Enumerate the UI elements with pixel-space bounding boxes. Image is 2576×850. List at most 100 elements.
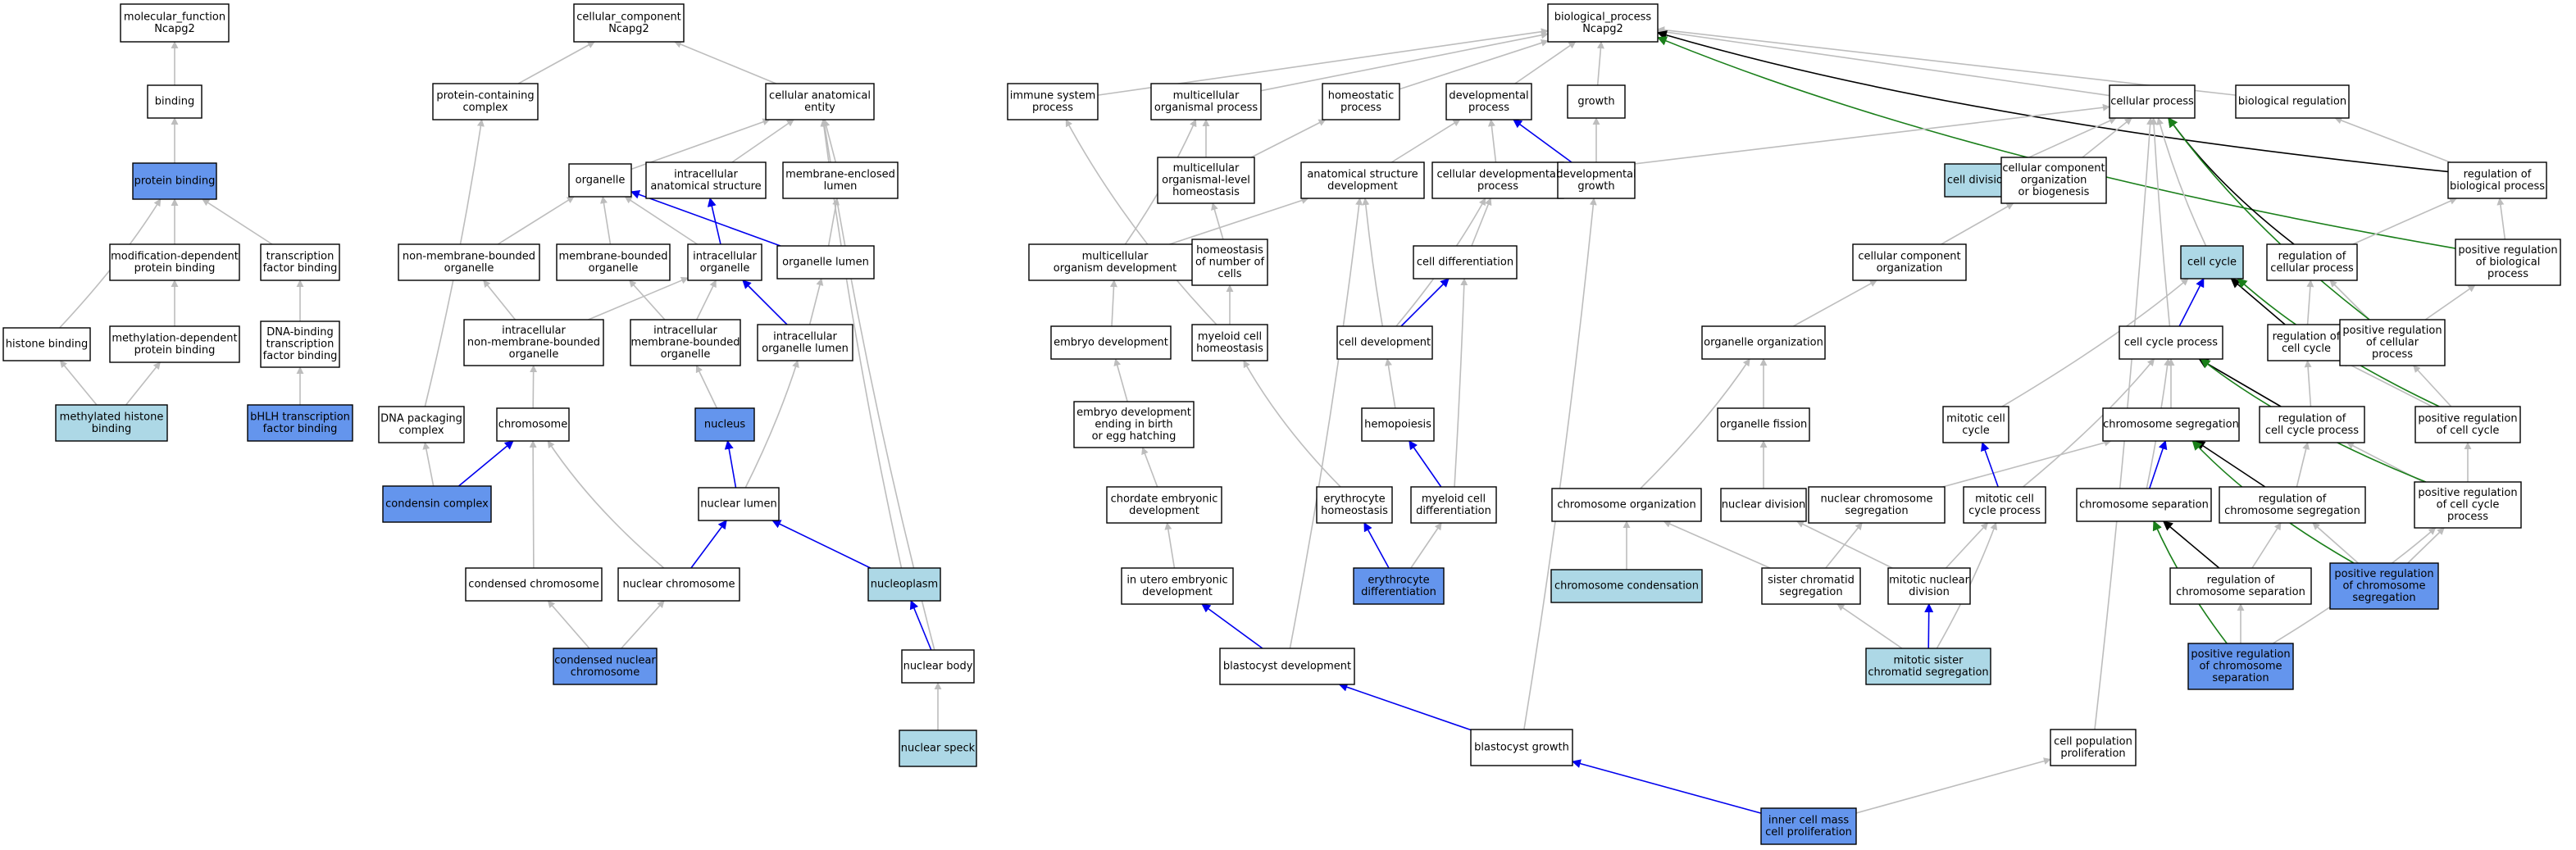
- go-term-node-chrom-cond[interactable]: chromosome condensation: [1550, 569, 1703, 603]
- node-label: myeloid cell: [1422, 493, 1486, 505]
- go-term-node-nucleoplasm[interactable]: nucleoplasm: [867, 567, 941, 602]
- go-term-node-hemopoiesis[interactable]: hemopoiesis: [1361, 407, 1435, 442]
- go-term-node-org-lumen[interactable]: organelle lumen: [776, 245, 875, 280]
- go-term-node-chrom-seg[interactable]: chromosome segregation: [2102, 407, 2240, 442]
- go-term-node-nuc-div[interactable]: nuclear division: [1720, 488, 1807, 522]
- go-term-node-condensin[interactable]: condensin complex: [382, 485, 492, 523]
- go-term-node-nucleus[interactable]: nucleus: [694, 407, 755, 442]
- go-term-node-histone-binding[interactable]: histone binding: [2, 327, 91, 361]
- go-term-node-chrom-sep[interactable]: chromosome separation: [2076, 488, 2212, 522]
- node-box: [2187, 643, 2294, 690]
- go-term-node-chrom-org[interactable]: chromosome organization: [1551, 488, 1702, 522]
- go-term-node-cell-cycle[interactable]: cell cycle: [2180, 245, 2244, 280]
- go-term-node-organelle[interactable]: organelle: [568, 163, 632, 198]
- go-term-node-cond-chrom[interactable]: condensed chromosome: [465, 567, 603, 602]
- go-term-node-binding[interactable]: binding: [147, 84, 203, 119]
- go-term-node-protein-binding[interactable]: protein binding: [132, 162, 217, 200]
- go-term-node-bio-reg[interactable]: biological regulation: [2235, 84, 2350, 119]
- go-term-node-embryo-dev[interactable]: embryo development: [1050, 325, 1172, 360]
- go-term-node-blastocyst-dev[interactable]: blastocyst development: [1219, 648, 1355, 685]
- go-term-node-cell-cycle-proc[interactable]: cell cycle process: [2119, 325, 2223, 360]
- edge-is-a: [2304, 360, 2312, 407]
- go-term-node-ic-nonmem-org[interactable]: intracellularnon-membrane-boundedorganel…: [463, 319, 604, 366]
- go-term-node-nuc-chrom[interactable]: nuclear chromosome: [617, 567, 740, 602]
- go-term-node-blastocyst-growth[interactable]: blastocyst growth: [1470, 729, 1573, 766]
- go-term-node-nuc-speck[interactable]: nuclear speck: [899, 730, 977, 767]
- edge-positively-regulates: [2168, 117, 2370, 320]
- node-label: membrane-bounded: [630, 337, 740, 349]
- go-term-node-org-org[interactable]: organelle organization: [1701, 325, 1826, 360]
- edge-is-a: [1945, 522, 1989, 569]
- go-term-node-chromosome[interactable]: chromosome: [496, 407, 570, 442]
- go-term-node-nuc-body[interactable]: nuclear body: [901, 649, 975, 684]
- go-term-node-org-fission[interactable]: organelle fission: [1717, 407, 1810, 442]
- go-term-node-nuc-lumen[interactable]: nuclear lumen: [698, 487, 780, 521]
- go-term-node-cell-development[interactable]: cell development: [1336, 325, 1433, 360]
- go-term-node-cell-proc[interactable]: cellular process: [2109, 84, 2196, 119]
- go-term-node-cell-diff[interactable]: cell differentiation: [1413, 245, 1518, 280]
- edge-regulates: [1656, 30, 2449, 173]
- node-label: or egg hatching: [1092, 430, 1176, 443]
- go-term-node-growth[interactable]: growth: [1567, 84, 1626, 119]
